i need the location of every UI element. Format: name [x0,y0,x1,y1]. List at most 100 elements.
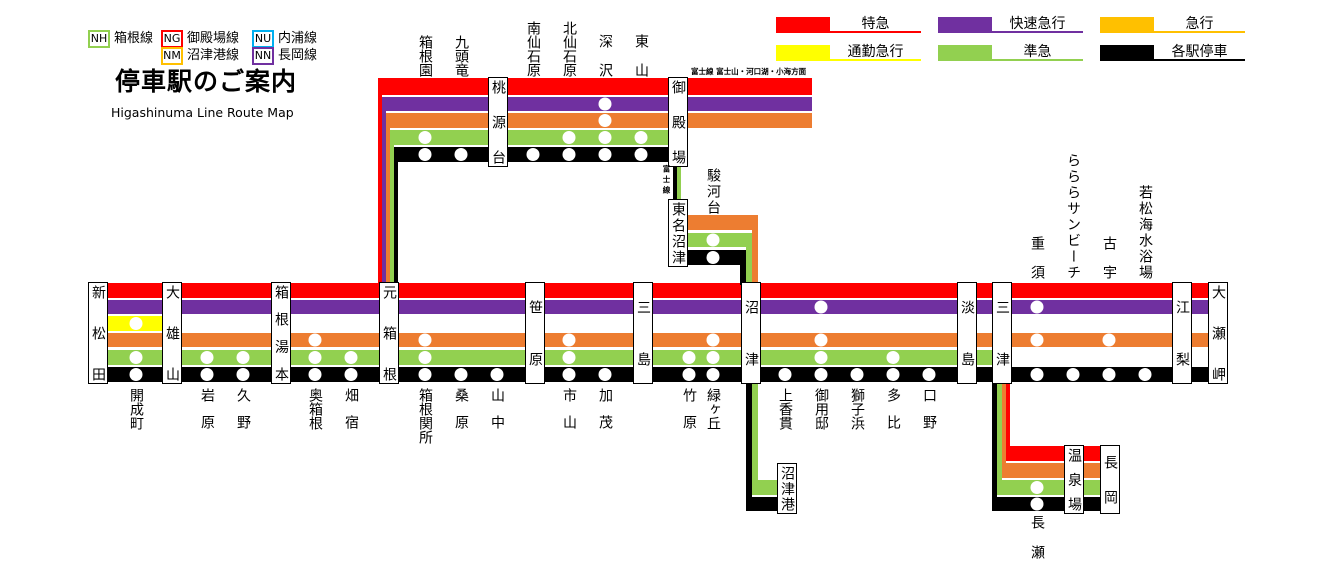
major-station-box: 笹原 [525,282,545,404]
service-label: 快速急行 [1009,16,1066,32]
station-label: 若松海水浴場 [1137,185,1153,281]
station-label: 箱根関所 [417,388,433,444]
service-legend-limited: 特急 [776,16,921,34]
service-underline [1154,31,1245,33]
major-station-box: 桃源台 [488,77,508,185]
semi-express-band [997,480,1100,495]
station-label: 口野 [921,388,937,442]
major-station-box: 大雄山 [162,282,182,408]
major-station-box: 大瀬岬 [1208,282,1228,408]
stop-dot-local [814,368,828,381]
line-name: 内浦線 [278,31,318,46]
stop-dot-semi_express [129,351,143,364]
major-station-box: 長岡 [1100,445,1120,525]
station-label: 九頭竜 [453,35,469,77]
stop-dot-semi_express [562,131,576,144]
major-station-box: 東名沼津 [668,199,688,267]
stop-dot-semi_express [200,351,214,364]
station-label: 山中 [489,388,505,442]
stop-dot-semi_express [418,351,432,364]
service-underline [830,59,921,61]
station-label: 重須 [1029,236,1045,294]
semi-express-band [746,233,752,285]
line-name: 沼津港線 [187,48,240,63]
local-band [673,160,677,202]
local-band [746,382,752,511]
major-station-box: 箱根湯本 [271,282,291,394]
major-station-label: 長岡 [1102,455,1118,525]
line-code-badge: NM [161,47,183,65]
stop-dot-local [200,368,214,381]
service-label: 急行 [1185,16,1214,32]
station-label: 開成町 [128,388,144,430]
stop-dot-semi_express [562,351,576,364]
major-station-label: 新松田 [90,285,106,408]
major-station-label: 箱根湯本 [273,285,289,395]
stop-dot-local [454,368,468,381]
stop-dot-express [1102,333,1116,347]
station-label: 深沢 [597,34,613,92]
local-band [746,497,778,511]
stop-dot-local [418,368,432,381]
stop-dot-local [129,368,143,381]
service-color-swatch [776,45,830,61]
stop-dot-local [562,148,576,161]
service-underline [1154,59,1245,61]
stop-dot-local [778,368,792,381]
stop-dot-local [344,368,358,381]
limited-express-band [378,78,812,95]
major-station-label: 大雄山 [164,285,180,408]
line-code-badge: NU [252,30,274,48]
stop-dot-semi_express [886,351,900,364]
stop-dot-semi_express [814,351,828,364]
stop-dot-local [922,368,936,381]
stop-dot-semi_express [418,131,432,144]
stop-dot-local [598,148,612,161]
local-band [992,382,997,511]
express-band [752,215,758,285]
major-station-label: 沼津港 [779,466,795,513]
major-station-box: 淡島 [957,282,977,404]
stop-dot-local [886,368,900,381]
express-band [1002,382,1006,478]
stop-dot-semi_express [706,351,720,364]
stop-dot-local [634,148,648,161]
semi-express-band [108,350,992,365]
stop-dot-local [706,251,720,264]
station-label: 市山 [561,388,577,442]
stop-dot-semi_express [236,351,250,364]
station-label: 竹原 [681,388,697,442]
service-color-swatch [938,45,992,61]
major-station-label: 笹原 [527,300,543,404]
service-legend-rapid_express: 快速急行 [938,16,1083,34]
stop-dot-local [1030,497,1044,511]
stop-dot-semi_express [344,351,358,364]
service-legend-semi_express: 準急 [938,44,1083,62]
stop-dot-rapid_express [1030,300,1044,314]
semi-express-band [752,382,758,495]
rapid-express-band [382,97,812,111]
line-code-badge: NH [88,30,110,48]
station-label: 獅子浜 [849,388,865,430]
station-label: 久野 [235,388,251,442]
station-label: 箱根園 [417,35,433,77]
stop-dot-local [1138,368,1152,381]
stop-dot-express [706,333,720,347]
fuji-direction-note: 富士線 富士山・河口湖・小海方面 [691,67,807,76]
major-station-box: 江梨 [1172,282,1192,404]
semi-express-band [390,130,394,350]
limited-express-band [1006,382,1010,461]
major-station-label: 元箱根 [381,285,397,408]
major-station-box: 三津 [992,282,1012,404]
station-label: 岩原 [199,388,215,442]
station-label: 緑ヶ丘 [705,388,721,430]
service-label: 特急 [861,16,890,32]
major-station-label: 温泉場 [1066,448,1082,522]
major-station-label: 淡島 [959,300,975,404]
stop-dot-express [562,333,576,347]
line-code-badge: NG [161,30,183,48]
stop-dot-local [526,148,540,161]
stop-dot-local [1066,368,1080,381]
service-underline [992,59,1083,61]
service-label: 通勤急行 [847,44,904,60]
